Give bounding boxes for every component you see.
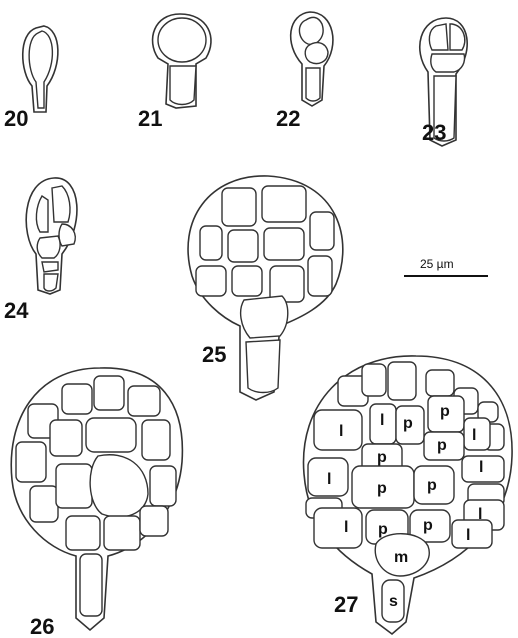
figure-label-23: 23 xyxy=(422,120,446,145)
embryo-26: 26 xyxy=(11,368,182,638)
cell-letter-p: p xyxy=(423,517,433,534)
embryo-23: 23 xyxy=(420,18,467,146)
cell-letter-l: l xyxy=(380,412,384,429)
cell-letter-l: l xyxy=(472,427,476,444)
cell-letter-p: p xyxy=(378,521,388,538)
cell-letter-p: p xyxy=(377,480,387,497)
cell-letter-l: l xyxy=(479,459,483,476)
cell-letter-l: l xyxy=(339,423,343,440)
cell-letter-l: l xyxy=(327,471,331,488)
figure-label-21: 21 xyxy=(138,106,162,131)
cell-letter-p: p xyxy=(377,449,387,466)
figure-label-22: 22 xyxy=(276,106,300,131)
figure-label-27: 27 xyxy=(334,592,358,617)
cell-letter-p: p xyxy=(403,415,413,432)
figure-label-26: 26 xyxy=(30,614,54,638)
figure-label-20: 20 xyxy=(4,106,28,131)
embryo-25: 25 xyxy=(188,176,343,400)
cell-letter-m: m xyxy=(394,549,408,566)
scale-bar: 25 µm xyxy=(404,257,488,276)
embryo-20: 20 xyxy=(4,26,58,131)
figure-label-25: 25 xyxy=(202,342,226,367)
cell-letter-p: p xyxy=(427,477,437,494)
embryo-24: 24 xyxy=(4,178,77,323)
figure-label-24: 24 xyxy=(4,298,29,323)
cell-letter-l: l xyxy=(478,506,482,523)
scale-bar-label: 25 µm xyxy=(420,257,454,271)
cell-letter-p: p xyxy=(440,403,450,420)
embryo-21: 21 xyxy=(138,14,211,131)
cell-letter-l: l xyxy=(344,519,348,536)
embryo-27: l l p p l p p l p p l l l p p l m s 27 xyxy=(303,356,512,634)
cell-letter-l: l xyxy=(466,527,470,544)
cell-letter-s: s xyxy=(389,593,398,610)
cell-letter-p: p xyxy=(437,437,447,454)
embryo-22: 22 xyxy=(276,12,333,131)
